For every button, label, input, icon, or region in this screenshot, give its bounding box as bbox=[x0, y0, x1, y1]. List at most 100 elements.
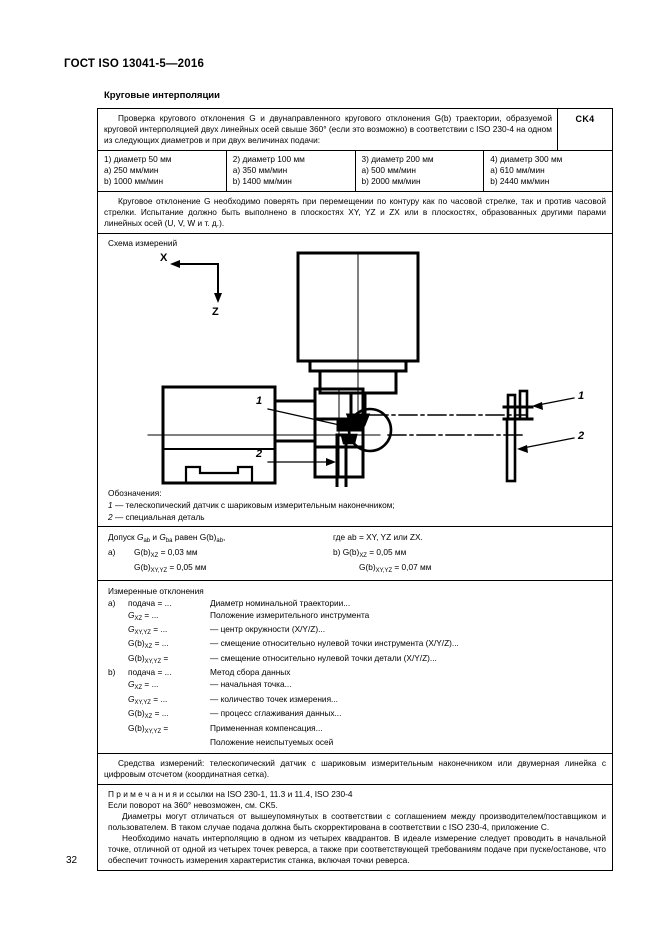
intro-paragraph: Проверка кругового отклонения G и двунап… bbox=[104, 113, 552, 146]
diameter-feed-a-3: a) 500 мм/мин bbox=[361, 165, 416, 176]
measured-a-line-3-desc: — смещение относительно нулевой точки ин… bbox=[210, 638, 459, 649]
measured-a-line-4-desc: — смещение относительно нулевой точки де… bbox=[210, 652, 437, 663]
legend-item-1: 1 — телескопический датчик с шариковым и… bbox=[108, 500, 395, 511]
diameter-feed-a-2: a) 350 мм/мин bbox=[232, 165, 288, 176]
diameter-feed-b-4: b) 2440 мм/мин bbox=[490, 176, 550, 187]
measured-b-line-1-mark bbox=[108, 678, 128, 692]
measured-b-feed-label: подача = ... bbox=[128, 667, 172, 678]
measured-a-line-4-mark bbox=[108, 652, 128, 666]
diameter-feed-a-1: a) 250 мм/мин bbox=[104, 165, 159, 176]
measured-a-mark: a) bbox=[108, 597, 116, 608]
page-number: 32 bbox=[66, 855, 78, 866]
diameter-cell-4: 4) диаметр 300 мм a) 610 мм/мин b) 2440 … bbox=[484, 151, 612, 191]
tolerance-right-2: G(b)XY,YZ = 0,07 мм bbox=[359, 561, 432, 574]
measured-b-line-4: G(b)XY,YZ = Примененная компенсация... bbox=[108, 722, 606, 736]
measured-b-line-2: GXY,YZ = ... — количество точек измерени… bbox=[108, 693, 606, 707]
notes-title: П р и м е ч а н и я и ссылки на ISO 230-… bbox=[108, 789, 353, 800]
callout-1-left: 1 bbox=[256, 395, 262, 407]
measured-b-line-5-symbol bbox=[128, 736, 210, 748]
measured-b-line-3: G(b)XZ = ... — процесс сглаживания данны… bbox=[108, 707, 606, 721]
legend-block: Обозначения: 1 — телескопический датчик … bbox=[108, 487, 606, 523]
tolerance-line-1: a)G(b)XZ = 0,03 мм b) G(b)XZ = 0,05 мм bbox=[108, 546, 606, 561]
procedure-paragraph: Круговое отклонение G необходимо поверят… bbox=[104, 196, 606, 229]
callout-2-right: 2 bbox=[577, 430, 584, 442]
measured-b-line-3-symbol: G(b)XZ = ... bbox=[128, 708, 169, 720]
measured-a-line-3-mark bbox=[108, 637, 128, 651]
intro-text-cell: Проверка кругового отклонения G и двунап… bbox=[98, 109, 558, 151]
notes-row: П р и м е ч а н и я и ссылки на ISO 230-… bbox=[98, 785, 612, 870]
measured-a-line-3-symbol: G(b)XZ = ... bbox=[128, 638, 169, 651]
measured-title: Измеренные отклонения bbox=[108, 585, 204, 596]
scheme-svg: X Z 1 2 1 2 bbox=[147, 251, 584, 488]
measured-a-feed-line: a) подача = ... Диаметр номинальной трае… bbox=[108, 597, 606, 609]
measured-a-line-1: GXZ = ... Положение измерительного инстр… bbox=[108, 609, 606, 623]
measured-b-line-5: Положение неиспытуемых осей bbox=[108, 736, 606, 748]
measured-b-mark: b) bbox=[108, 667, 116, 678]
notes-paragraph-1: Если поворот на 360° невозможен, см. CK5… bbox=[108, 800, 278, 811]
callout-2-left: 2 bbox=[255, 448, 262, 460]
test-card-table: Проверка кругового отклонения G и двунап… bbox=[97, 108, 613, 872]
diameter-cell-1: 1) диаметр 50 мм a) 250 мм/мин b) 1000 м… bbox=[98, 151, 227, 192]
measured-a-line-4-symbol: G(b)XY,YZ = bbox=[128, 652, 169, 665]
measured-a-line-2-symbol: GXY,YZ = ... bbox=[128, 624, 168, 636]
legend-title: Обозначения: bbox=[108, 488, 162, 499]
procedure-row: Круговое отклонение G необходимо поверят… bbox=[98, 192, 612, 235]
measured-a-line-2-desc: — центр окружности (X/Y/Z)... bbox=[210, 624, 326, 635]
measured-b-line-1-symbol: GXZ = ... bbox=[128, 679, 159, 692]
notes-paragraph-3: Необходимо начать интерполяцию в одном и… bbox=[108, 833, 606, 866]
measured-b-feed-line: b) подача = ... Метод сбора данных bbox=[108, 666, 606, 678]
diameter-feed-b-3: b) 2000 мм/мин bbox=[361, 176, 421, 187]
measured-b-line-2-desc: — количество точек измерения... bbox=[210, 693, 338, 704]
intro-row: Проверка кругового отклонения G и двунап… bbox=[98, 109, 612, 152]
notes-paragraph-2: Диаметры могут отличаться от вышеупомяну… bbox=[108, 811, 606, 833]
diameter-title-1: 1) диаметр 50 мм bbox=[104, 154, 172, 165]
standard-header: ГОСТ ISO 13041-5—2016 bbox=[64, 58, 205, 70]
measured-b-line-2-mark bbox=[108, 693, 128, 707]
measured-a-line-4: G(b)XY,YZ = — смещение относительно нуле… bbox=[108, 652, 606, 666]
tolerance-right-1: b) G(b)XZ = 0,05 мм bbox=[333, 547, 407, 559]
diameter-feed-b-2: b) 1400 мм/мин bbox=[232, 176, 292, 187]
measured-b-line-4-mark bbox=[108, 722, 128, 736]
test-code-badge: CK4 bbox=[575, 114, 595, 124]
scheme-row: Схема измерений bbox=[98, 234, 612, 528]
tolerance-left-1: a)G(b)XZ = 0,03 мм bbox=[108, 547, 198, 559]
measured-a-line-2: GXY,YZ = ... — центр окружности (X/Y/Z).… bbox=[108, 623, 606, 637]
measured-b-line-3-desc: — процесс сглаживания данных... bbox=[210, 708, 342, 719]
measured-a-line-1-symbol: GXZ = ... bbox=[128, 609, 159, 622]
axis-label-z: Z bbox=[212, 306, 219, 318]
measured-b-line-1-desc: — начальная точка... bbox=[210, 679, 292, 690]
diameter-feed-b-1: b) 1000 мм/мин bbox=[104, 176, 164, 187]
measured-a-line-1-mark bbox=[108, 609, 128, 623]
measuring-means-text: Средства измерений: телескопический датч… bbox=[104, 758, 606, 780]
measured-b-line-4-desc: Примененная компенсация... bbox=[210, 722, 323, 733]
measured-a-line-2-mark bbox=[108, 623, 128, 637]
axis-label-x: X bbox=[160, 252, 168, 264]
scheme-label: Схема измерений bbox=[108, 238, 178, 249]
measured-b-feed-desc: Метод сбора данных bbox=[210, 667, 291, 678]
diameters-row: 1) диаметр 50 мм a) 250 мм/мин b) 1000 м… bbox=[98, 151, 612, 193]
tolerance-header-line: Допуск Gab и Gba равен G(b)ab, где ab = … bbox=[108, 531, 606, 546]
measured-b-line-1: GXZ = ... — начальная точка... bbox=[108, 678, 606, 692]
measured-b-line-3-mark bbox=[108, 707, 128, 721]
measured-b-line-2-symbol: GXY,YZ = ... bbox=[128, 693, 168, 706]
measured-a-line-1-desc: Положение измерительного инструмента bbox=[210, 609, 370, 620]
diameter-cell-3: 3) диаметр 200 мм a) 500 мм/мин b) 2000 … bbox=[356, 151, 485, 192]
tolerance-line-2: G(b)XY,YZ = 0,05 мм G(b)XY,YZ = 0,07 мм bbox=[108, 561, 606, 576]
measured-a-feed-label: подача = ... bbox=[128, 597, 172, 608]
tolerance-left-2: G(b)XY,YZ = 0,05 мм bbox=[134, 561, 207, 574]
measured-b-line-5-desc: Положение неиспытуемых осей bbox=[210, 736, 334, 747]
diameter-title-4: 4) диаметр 300 мм bbox=[490, 154, 563, 165]
measured-b-line-5-mark bbox=[108, 736, 128, 748]
diameter-cell-2: 2) диаметр 100 мм a) 350 мм/мин b) 1400 … bbox=[227, 151, 356, 192]
diameter-feed-a-4: a) 610 мм/мин bbox=[490, 165, 545, 176]
section-title: Круговые интерполяции bbox=[104, 90, 220, 101]
tolerance-row: Допуск Gab и Gba равен G(b)ab, где ab = … bbox=[98, 527, 612, 581]
measured-b-line-4-symbol: G(b)XY,YZ = bbox=[128, 722, 169, 735]
legend-item-2: 2 — специальная деталь bbox=[108, 512, 205, 523]
tolerance-header-left: Допуск Gab и Gba равен G(b)ab, bbox=[108, 532, 226, 545]
measured-a-line-3: G(b)XZ = ... — смещение относительно нул… bbox=[108, 637, 606, 651]
diameter-title-3: 3) диаметр 200 мм bbox=[361, 154, 434, 165]
measurement-scheme-diagram: X Z 1 2 1 2 bbox=[108, 249, 606, 488]
measured-deviations-row: Измеренные отклонения a) подача = ... Ди… bbox=[98, 581, 612, 754]
